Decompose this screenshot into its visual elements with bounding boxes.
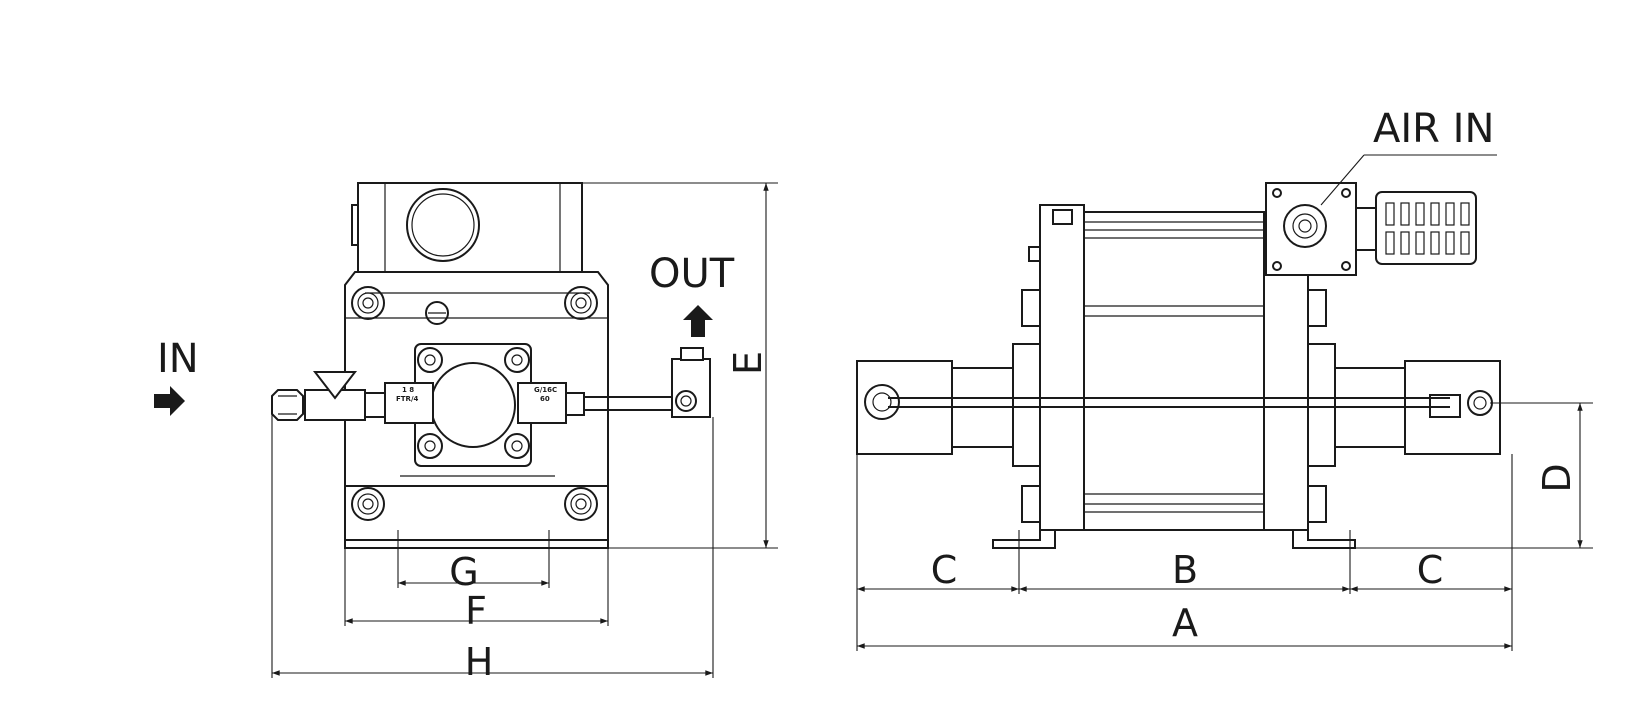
dim-label-c-left: C [931,548,958,592]
front-dimensions [271,182,778,678]
dim-label-b: B [1172,548,1198,592]
check-valve-in [384,382,434,424]
side-port [351,204,359,246]
outlet-block [671,358,711,418]
left-end-plate [1039,204,1085,531]
air-cylinder [1083,211,1265,531]
slotted-screw [425,301,449,325]
dim-label-c-right: C [1417,548,1444,592]
air-inlet-port [1283,204,1327,248]
air-port-circle [406,188,480,262]
fitting-mark-left-bottom: FTR/4 [396,395,419,403]
fitting-mark-left-top: 1 8 [402,386,414,394]
inlet-fitting: 1 8 FTR/4 [271,371,434,424]
out-label: OUT [649,251,735,297]
outlet-fitting: G/16C 60 [517,347,711,424]
check-valve-out [517,382,567,424]
fitting-mark-right-top: G/16C [534,386,557,394]
side-view [856,154,1593,651]
front-view: 1 8 FTR/4 G/16C 60 [154,182,778,678]
dim-label-d: D [1535,463,1579,492]
dim-label-e: E [726,351,770,375]
side-dimensions [856,402,1593,651]
pump-head [430,362,516,448]
out-arrow-icon [683,305,713,337]
in-arrow-icon [154,386,185,416]
fitting-mark-right-bottom: 60 [540,395,550,403]
right-end-plate [1263,269,1309,531]
dim-label-h: H [465,640,494,684]
air-in-leader [1320,154,1365,206]
air-in-label: AIR IN [1373,106,1494,152]
dim-label-f: F [465,589,487,633]
mounting-bolts [351,286,598,521]
in-label: IN [157,336,199,382]
dim-label-a: A [1172,601,1198,645]
dim-label-g: G [449,550,478,594]
filter-tee [312,371,358,400]
